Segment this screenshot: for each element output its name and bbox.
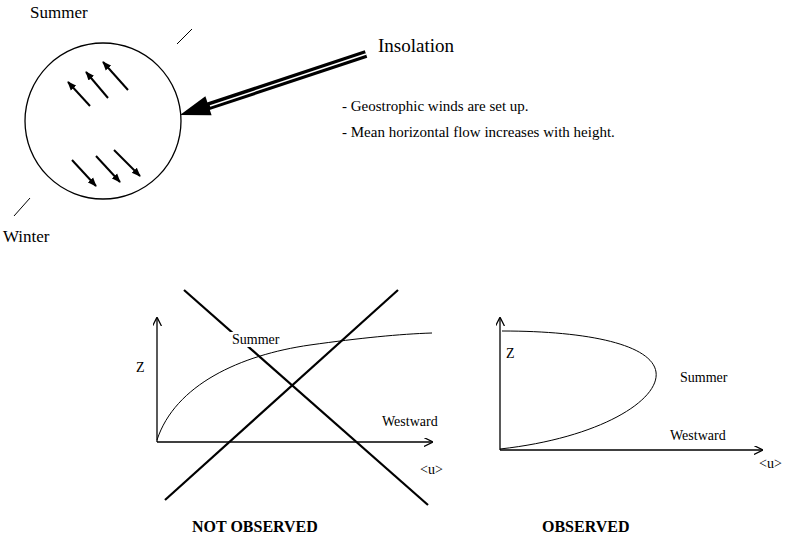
note-text: - Mean horizontal flow increases with he… — [340, 124, 617, 141]
plot-caption: NOT OBSERVED — [190, 518, 320, 536]
axis-label: <u> — [418, 462, 445, 477]
axis-label: <u> — [757, 456, 784, 471]
wind-arrows-south — [72, 150, 140, 186]
axis-bottom — [14, 198, 30, 216]
season-label: Winter — [1, 228, 52, 247]
insolation-label: Insolation — [376, 36, 456, 57]
curve-label: Summer — [230, 332, 281, 347]
axis-label: Z — [134, 360, 147, 375]
axis-label: Z — [504, 346, 517, 361]
axis-top — [177, 29, 192, 44]
season-label: Summer — [28, 4, 90, 23]
note-text: - Geostrophic winds are set up. — [340, 98, 531, 115]
plot-caption: OBSERVED — [540, 518, 631, 536]
observed-plot — [500, 318, 762, 450]
axis-label: Westward — [668, 428, 728, 443]
wind-arrows-north — [68, 62, 128, 106]
globe — [25, 43, 181, 199]
insolation-arrow — [180, 54, 366, 115]
curve-label: Summer — [678, 370, 729, 385]
axis-label: Westward — [380, 414, 440, 429]
not-observed-plot — [157, 290, 432, 505]
